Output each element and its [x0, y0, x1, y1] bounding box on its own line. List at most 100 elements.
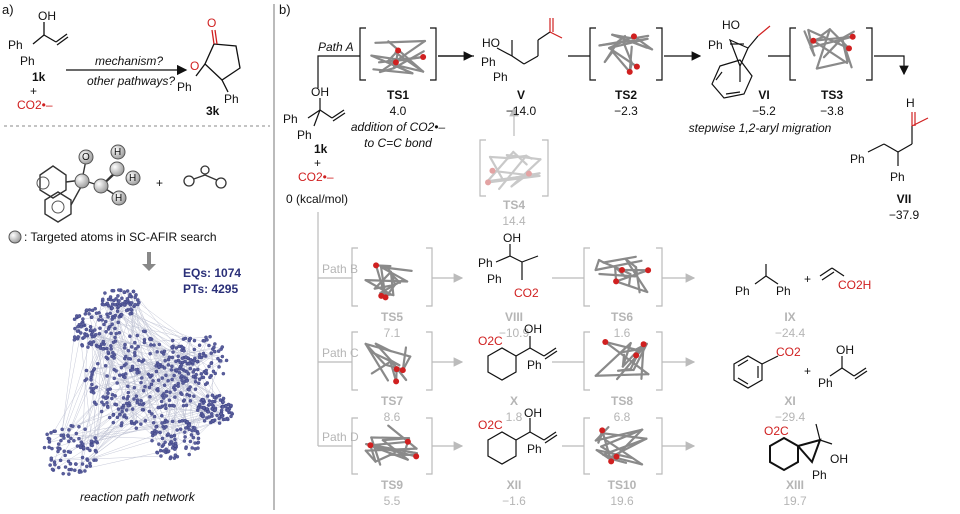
vii-h: H	[906, 96, 915, 110]
xiii-o2c: O2C	[764, 424, 789, 438]
network-node	[185, 392, 189, 397]
network-node	[213, 342, 217, 346]
atom-h1-label: H	[114, 147, 122, 158]
network-node	[109, 344, 113, 348]
network-node	[164, 424, 168, 429]
network-node	[92, 400, 97, 405]
network-edge	[126, 310, 202, 358]
network-node	[176, 354, 180, 359]
network-node	[170, 377, 174, 382]
network-node	[182, 349, 186, 353]
network-node	[224, 358, 229, 363]
network-node	[72, 335, 77, 339]
network-node	[62, 449, 66, 453]
vi-ph: Ph	[708, 38, 723, 52]
network-node	[135, 333, 140, 338]
network-node	[202, 353, 206, 358]
network-node	[147, 374, 152, 378]
network-node	[176, 384, 180, 388]
network-node	[221, 400, 225, 404]
vi-note: stepwise 1,2-aryl migration	[688, 121, 832, 135]
network-node	[45, 432, 49, 437]
ts7-id: TS7	[380, 394, 404, 408]
reaction-path-network	[42, 288, 234, 476]
start-oh: OH	[311, 85, 329, 99]
ts2-id: TS2	[614, 88, 638, 102]
network-node	[207, 364, 211, 369]
network-node	[160, 364, 165, 369]
network-node	[163, 359, 167, 363]
network-node	[102, 403, 106, 407]
network-node	[162, 392, 166, 396]
network-edge	[127, 300, 206, 357]
network-node	[204, 335, 208, 340]
network-node	[122, 303, 127, 307]
network-node	[80, 462, 85, 466]
viii-energy: −10.9	[498, 326, 530, 340]
panel-b-label: b)	[279, 2, 291, 17]
network-node	[150, 430, 154, 435]
network-node	[47, 437, 52, 441]
network-node	[174, 368, 179, 372]
network-node	[67, 472, 71, 476]
network-node	[116, 320, 120, 325]
network-node	[163, 403, 168, 407]
network-node	[125, 297, 130, 301]
network-node	[172, 404, 176, 408]
xiii-energy: 19.7	[783, 494, 807, 508]
network-node	[110, 306, 114, 310]
network-node	[183, 430, 187, 434]
network-node	[178, 427, 183, 431]
network-node	[150, 438, 154, 443]
network-edge	[86, 373, 189, 460]
ts10-energy: 19.6	[610, 494, 634, 508]
network-node	[188, 439, 193, 444]
network-node	[63, 453, 67, 458]
network-node	[180, 345, 185, 350]
network-node	[69, 436, 73, 441]
network-node	[98, 326, 102, 330]
network-node	[187, 423, 192, 428]
ts4-id: TS4	[502, 198, 526, 212]
network-node	[109, 347, 113, 351]
network-node	[119, 365, 124, 370]
network-node	[93, 332, 98, 337]
network-node	[99, 409, 104, 414]
network-node	[123, 372, 128, 376]
vii-ph1: Ph	[850, 152, 865, 166]
network-node	[180, 392, 184, 397]
network-edge	[103, 341, 137, 429]
network-node	[217, 421, 222, 425]
network-node	[83, 427, 87, 431]
ix-energy: −24.4	[774, 326, 806, 340]
network-node	[79, 325, 83, 329]
network-node	[103, 363, 108, 368]
network-node	[67, 439, 71, 444]
network-node	[111, 420, 116, 425]
network-node	[193, 441, 197, 445]
network-node	[111, 288, 116, 293]
network-node	[116, 407, 121, 411]
network-node	[81, 446, 86, 450]
network-node	[196, 436, 201, 441]
network-node	[173, 437, 177, 442]
network-node	[159, 454, 163, 458]
network-node	[188, 366, 193, 371]
network-node	[124, 308, 129, 313]
network-node	[75, 444, 80, 448]
network-node	[229, 403, 233, 408]
network-node	[48, 463, 52, 467]
network-node	[84, 332, 89, 337]
sm-ph2: Ph	[20, 54, 35, 68]
network-node	[184, 446, 188, 451]
network-node	[94, 311, 99, 315]
sm-oh: OH	[38, 9, 56, 23]
network-node	[123, 375, 127, 380]
network-node	[124, 408, 129, 412]
network-node	[192, 347, 197, 352]
network-edge	[174, 369, 198, 450]
question-mechanism: mechanism?	[95, 54, 164, 68]
network-node	[68, 450, 73, 454]
network-node	[208, 334, 212, 339]
network-node	[134, 426, 139, 430]
